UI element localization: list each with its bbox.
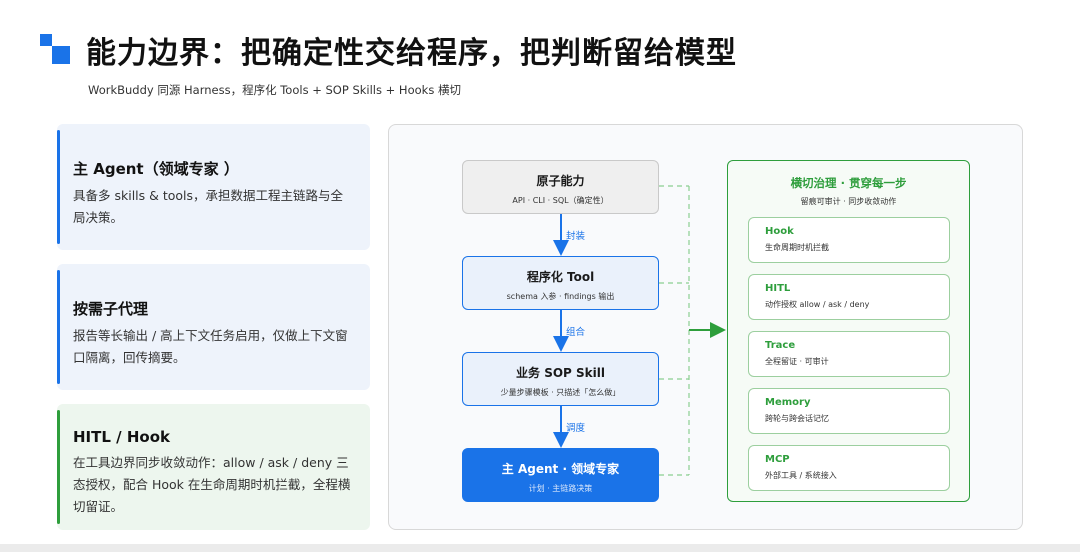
card-title: 主 Agent（领域专家 ） [73, 160, 239, 178]
edge-label-dispatch: 调度 [566, 423, 586, 434]
edge-label-encapsulate: 封装 [566, 231, 586, 242]
card-main-agent: 主 Agent（领域专家 ） 具备多 skills & tools，承担数据工程… [57, 124, 370, 250]
title-logo-icon [40, 34, 70, 64]
card-accent-bar [57, 130, 60, 244]
governance-item-desc: 全程留证 · 可审计 [765, 357, 829, 366]
node-subtitle: schema 入参 · findings 输出 [506, 292, 615, 301]
node-programmatic-tool: 程序化 Tool schema 入参 · findings 输出 [462, 256, 659, 310]
node-title: 主 Agent · 领域专家 [501, 462, 620, 476]
node-title: 程序化 Tool [526, 270, 595, 284]
edge-label-compose: 组合 [566, 327, 586, 338]
node-subtitle: 计划 · 主链路决策 [528, 484, 593, 493]
governance-item-desc: 生命周期时机拦截 [765, 243, 829, 252]
node-main-agent: 主 Agent · 领域专家 计划 · 主链路决策 [462, 448, 659, 502]
node-subtitle: 少量步骤模板 · 只描述「怎么做」 [500, 388, 621, 397]
governance-item-name: HITL [765, 283, 791, 294]
card-hitl-hook: HITL / Hook 在工具边界同步收敛动作：allow / ask / de… [57, 404, 370, 530]
governance-item-name: Trace [765, 340, 796, 351]
card-sub-agent: 按需子代理 报告等长输出 / 高上下文任务启用，仅做上下文窗口隔离，回传摘要。 [57, 264, 370, 390]
governance-item-hitl: HITL 动作授权 allow / ask / deny [748, 274, 950, 320]
governance-item-name: Hook [765, 226, 794, 237]
governance-item-trace: Trace 全程留证 · 可审计 [748, 331, 950, 377]
card-title: 按需子代理 [73, 300, 149, 318]
bottom-bar [0, 544, 1080, 552]
governance-item-desc: 外部工具 / 系统接入 [765, 471, 837, 480]
governance-panel: 横切治理 · 贯穿每一步 留痕可审计 · 同步收敛动作 Hook 生命周期时机拦… [727, 160, 970, 502]
governance-item-hook: Hook 生命周期时机拦截 [748, 217, 950, 263]
node-atomic-capability: 原子能力 API · CLI · SQL（确定性） [462, 160, 659, 214]
node-title: 原子能力 [536, 174, 585, 188]
card-text: 报告等长输出 / 高上下文任务启用，仅做上下文窗口隔离，回传摘要。 [73, 328, 348, 365]
card-title: HITL / Hook [73, 428, 170, 446]
card-text: 具备多 skills & tools，承担数据工程主链路与全局决策。 [73, 188, 344, 225]
node-sop-skill: 业务 SOP Skill 少量步骤模板 · 只描述「怎么做」 [462, 352, 659, 406]
card-accent-bar [57, 410, 60, 524]
governance-title: 横切治理 · 贯穿每一步 [790, 176, 907, 190]
governance-item-desc: 动作授权 allow / ask / deny [765, 300, 870, 309]
governance-subtitle: 留痕可审计 · 同步收敛动作 [800, 197, 897, 206]
governance-item-memory: Memory 跨轮与跨会话记忆 [748, 388, 950, 434]
governance-item-mcp: MCP 外部工具 / 系统接入 [748, 445, 950, 491]
page-subtitle: WorkBuddy 同源 Harness，程序化 Tools + SOP Ski… [88, 83, 461, 97]
node-title: 业务 SOP Skill [516, 366, 605, 380]
governance-item-name: Memory [765, 397, 811, 408]
node-subtitle: API · CLI · SQL（确定性） [512, 196, 609, 205]
page-title: 能力边界：把确定性交给程序，把判断留给模型 [86, 36, 737, 71]
governance-item-name: MCP [765, 454, 790, 465]
governance-item-desc: 跨轮与跨会话记忆 [765, 414, 829, 423]
card-accent-bar [57, 270, 60, 384]
card-text: 在工具边界同步收敛动作：allow / ask / deny 三态授权，配合 H… [73, 455, 351, 514]
